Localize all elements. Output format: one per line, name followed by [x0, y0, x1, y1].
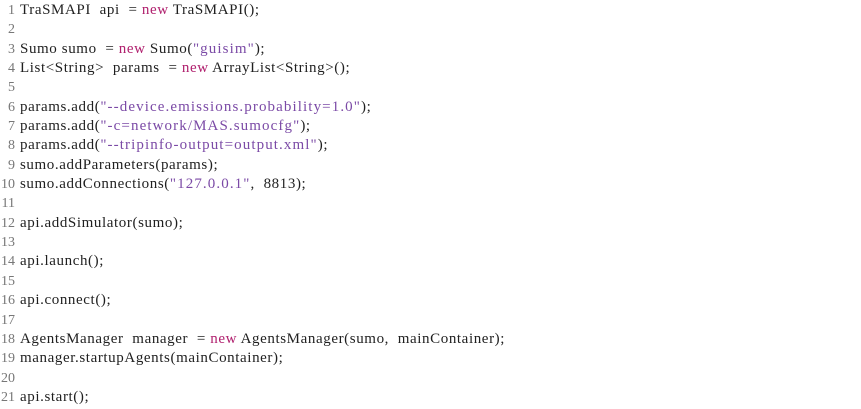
code-text: params.add("-c=network/MAS.sumocfg"); — [20, 118, 311, 134]
line-number: 19 — [1, 351, 15, 367]
code-line: 9 sumo.addParameters(params); — [0, 156, 861, 175]
code-line: 8 params.add("--tripinfo-output=output.xm… — [0, 136, 861, 155]
keyword-token: new — [118, 40, 146, 57]
string-token: "-c=network/MAS.sumocfg" — [100, 118, 301, 135]
keyword-token: new — [181, 60, 209, 77]
line-number: 21 — [1, 389, 15, 405]
code-line: 20 — [0, 369, 861, 388]
code-token: ); — [361, 98, 372, 115]
code-token: api.connect(); — [20, 292, 112, 309]
code-line: 4 List<String> params = new ArrayList<Str… — [0, 59, 861, 78]
code-token: Sumo sumo = — [20, 40, 119, 57]
line-number: 16 — [1, 293, 15, 309]
code-text: manager.startupAgents(mainContainer); — [20, 350, 283, 366]
string-token: "--device.emissions.probability=1.0" — [100, 98, 362, 115]
line-number: 12 — [1, 215, 15, 231]
string-token: "guisim" — [192, 40, 255, 57]
code-line: 10 sumo.addConnections("127.0.0.1", 8813)… — [0, 175, 861, 194]
code-line: 15 — [0, 272, 861, 291]
code-text: Sumo sumo = new Sumo("guisim"); — [20, 41, 265, 57]
code-token: TraSMAPI api = — [20, 2, 142, 18]
code-text: api.start(); — [20, 389, 89, 405]
code-token: ArrayList<String>(); — [208, 60, 351, 77]
code-line: 11 — [0, 194, 861, 213]
line-number: 14 — [1, 254, 15, 270]
line-number: 6 — [8, 99, 15, 115]
line-number: 10 — [1, 177, 15, 193]
code-token: ); — [317, 137, 329, 154]
code-text: sumo.addConnections("127.0.0.1", 8813); — [20, 176, 306, 192]
code-line: 14 api.launch(); — [0, 252, 861, 271]
code-token: api.start(); — [20, 388, 90, 405]
code-text: api.launch(); — [20, 253, 104, 269]
line-number: 20 — [1, 370, 15, 386]
line-number: 13 — [1, 235, 15, 251]
code-token: api.addSimulator(sumo); — [20, 214, 184, 231]
code-line: 19 manager.startupAgents(mainContainer); — [0, 349, 861, 368]
line-number: 1 — [8, 3, 15, 18]
code-line: 2 — [0, 20, 861, 39]
code-token: TraSMAPI(); — [168, 2, 260, 18]
line-number: 7 — [8, 119, 15, 135]
line-number: 8 — [8, 138, 15, 154]
code-text: sumo.addParameters(params); — [20, 157, 218, 173]
code-text: api.connect(); — [20, 292, 111, 308]
code-token: params.add( — [20, 118, 101, 135]
code-token: ); — [300, 118, 311, 135]
code-token: Sumo( — [145, 40, 193, 57]
code-line: 6 params.add("--device.emissions.probabil… — [0, 98, 861, 117]
line-number: 18 — [1, 331, 15, 347]
code-text: api.addSimulator(sumo); — [20, 215, 183, 231]
code-line: 3 Sumo sumo = new Sumo("guisim"); — [0, 40, 861, 59]
code-token: , 8813); — [250, 176, 307, 193]
code-line: 18 AgentsManager manager = new AgentsMana… — [0, 330, 861, 349]
code-line: 21 api.start(); — [0, 388, 861, 407]
line-number: 5 — [8, 80, 15, 96]
code-token: AgentsManager(sumo, mainContainer); — [237, 330, 506, 347]
line-number: 17 — [1, 312, 15, 328]
code-line: 1 TraSMAPI api = new TraSMAPI(); — [0, 1, 861, 20]
code-text: TraSMAPI api = new TraSMAPI(); — [20, 2, 260, 18]
code-text: List<String> params = new ArrayList<Stri… — [20, 60, 350, 76]
code-token: sumo.addConnections( — [20, 176, 170, 193]
code-token: List<String> params = — [20, 60, 182, 77]
code-text: params.add("--device.emissions.probabili… — [20, 99, 371, 115]
code-text: AgentsManager manager = new AgentsManage… — [20, 331, 505, 347]
line-number: 11 — [1, 196, 15, 212]
code-line: 17 — [0, 311, 861, 330]
line-number: 9 — [8, 157, 15, 173]
code-text: params.add("--tripinfo-output=output.xml… — [20, 137, 328, 153]
line-number: 4 — [8, 61, 15, 77]
code-token: params.add( — [20, 98, 101, 115]
line-number: 15 — [1, 273, 15, 289]
code-line: 13 — [0, 233, 861, 252]
line-number: 3 — [8, 41, 15, 57]
line-number: 2 — [8, 22, 15, 38]
string-token: "--tripinfo-output=output.xml" — [100, 137, 318, 154]
code-token: manager.startupAgents(mainContainer); — [20, 350, 284, 367]
code-token: params.add( — [20, 137, 101, 154]
string-token: "127.0.0.1" — [169, 176, 251, 193]
code-line: 16 api.connect(); — [0, 291, 861, 310]
keyword-token: new — [210, 330, 238, 347]
code-line: 7 params.add("-c=network/MAS.sumocfg"); — [0, 117, 861, 136]
keyword-token: new — [141, 2, 169, 18]
code-token: api.launch(); — [20, 253, 105, 270]
code-token: sumo.addParameters(params); — [20, 156, 219, 173]
code-line: 12 api.addSimulator(sumo); — [0, 214, 861, 233]
code-line: 5 — [0, 78, 861, 97]
code-token: ); — [254, 40, 266, 57]
code-token: AgentsManager manager = — [20, 330, 211, 347]
